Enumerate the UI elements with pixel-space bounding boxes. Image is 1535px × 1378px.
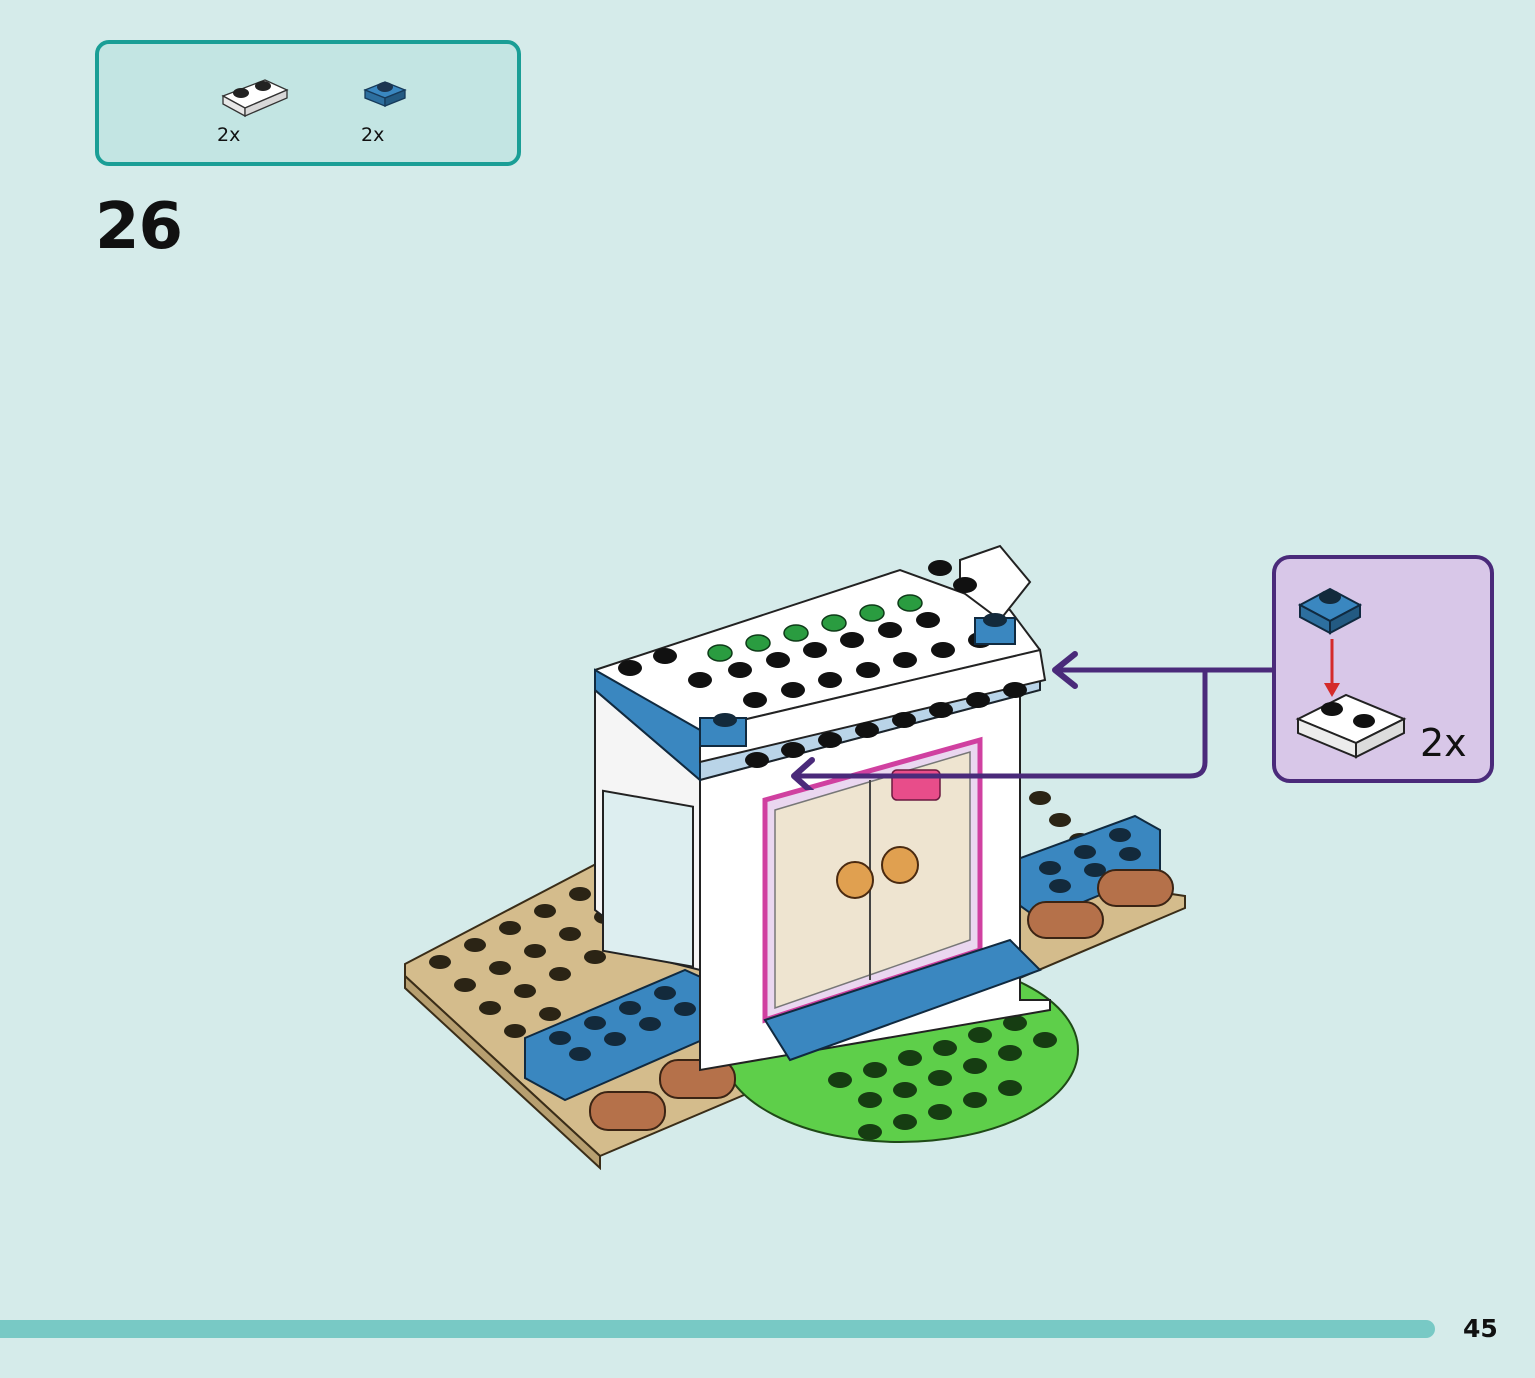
white-plate-1x2-icon [221, 79, 289, 118]
page-number: 45 [1463, 1314, 1498, 1343]
parts-item-quantity: 2x [217, 124, 241, 146]
sub-assembly-quantity: 2x [1420, 721, 1467, 765]
model-illustration [404, 544, 1186, 1170]
parts-item-white-plate: 2x [217, 74, 297, 154]
placement-arrows [791, 651, 1272, 790]
blue-plate-1x1-icon [363, 81, 407, 107]
parts-item-quantity: 2x [361, 124, 385, 146]
parts-list-box: 2x 2x [95, 40, 521, 166]
parts-item-blue-plate: 2x [361, 74, 441, 154]
sub-assembly-callout: 2x [1272, 555, 1494, 783]
footer-progress-bar [0, 1320, 1435, 1338]
step-number: 26 [95, 190, 183, 264]
sub-assembly-illustration [1295, 587, 1407, 759]
